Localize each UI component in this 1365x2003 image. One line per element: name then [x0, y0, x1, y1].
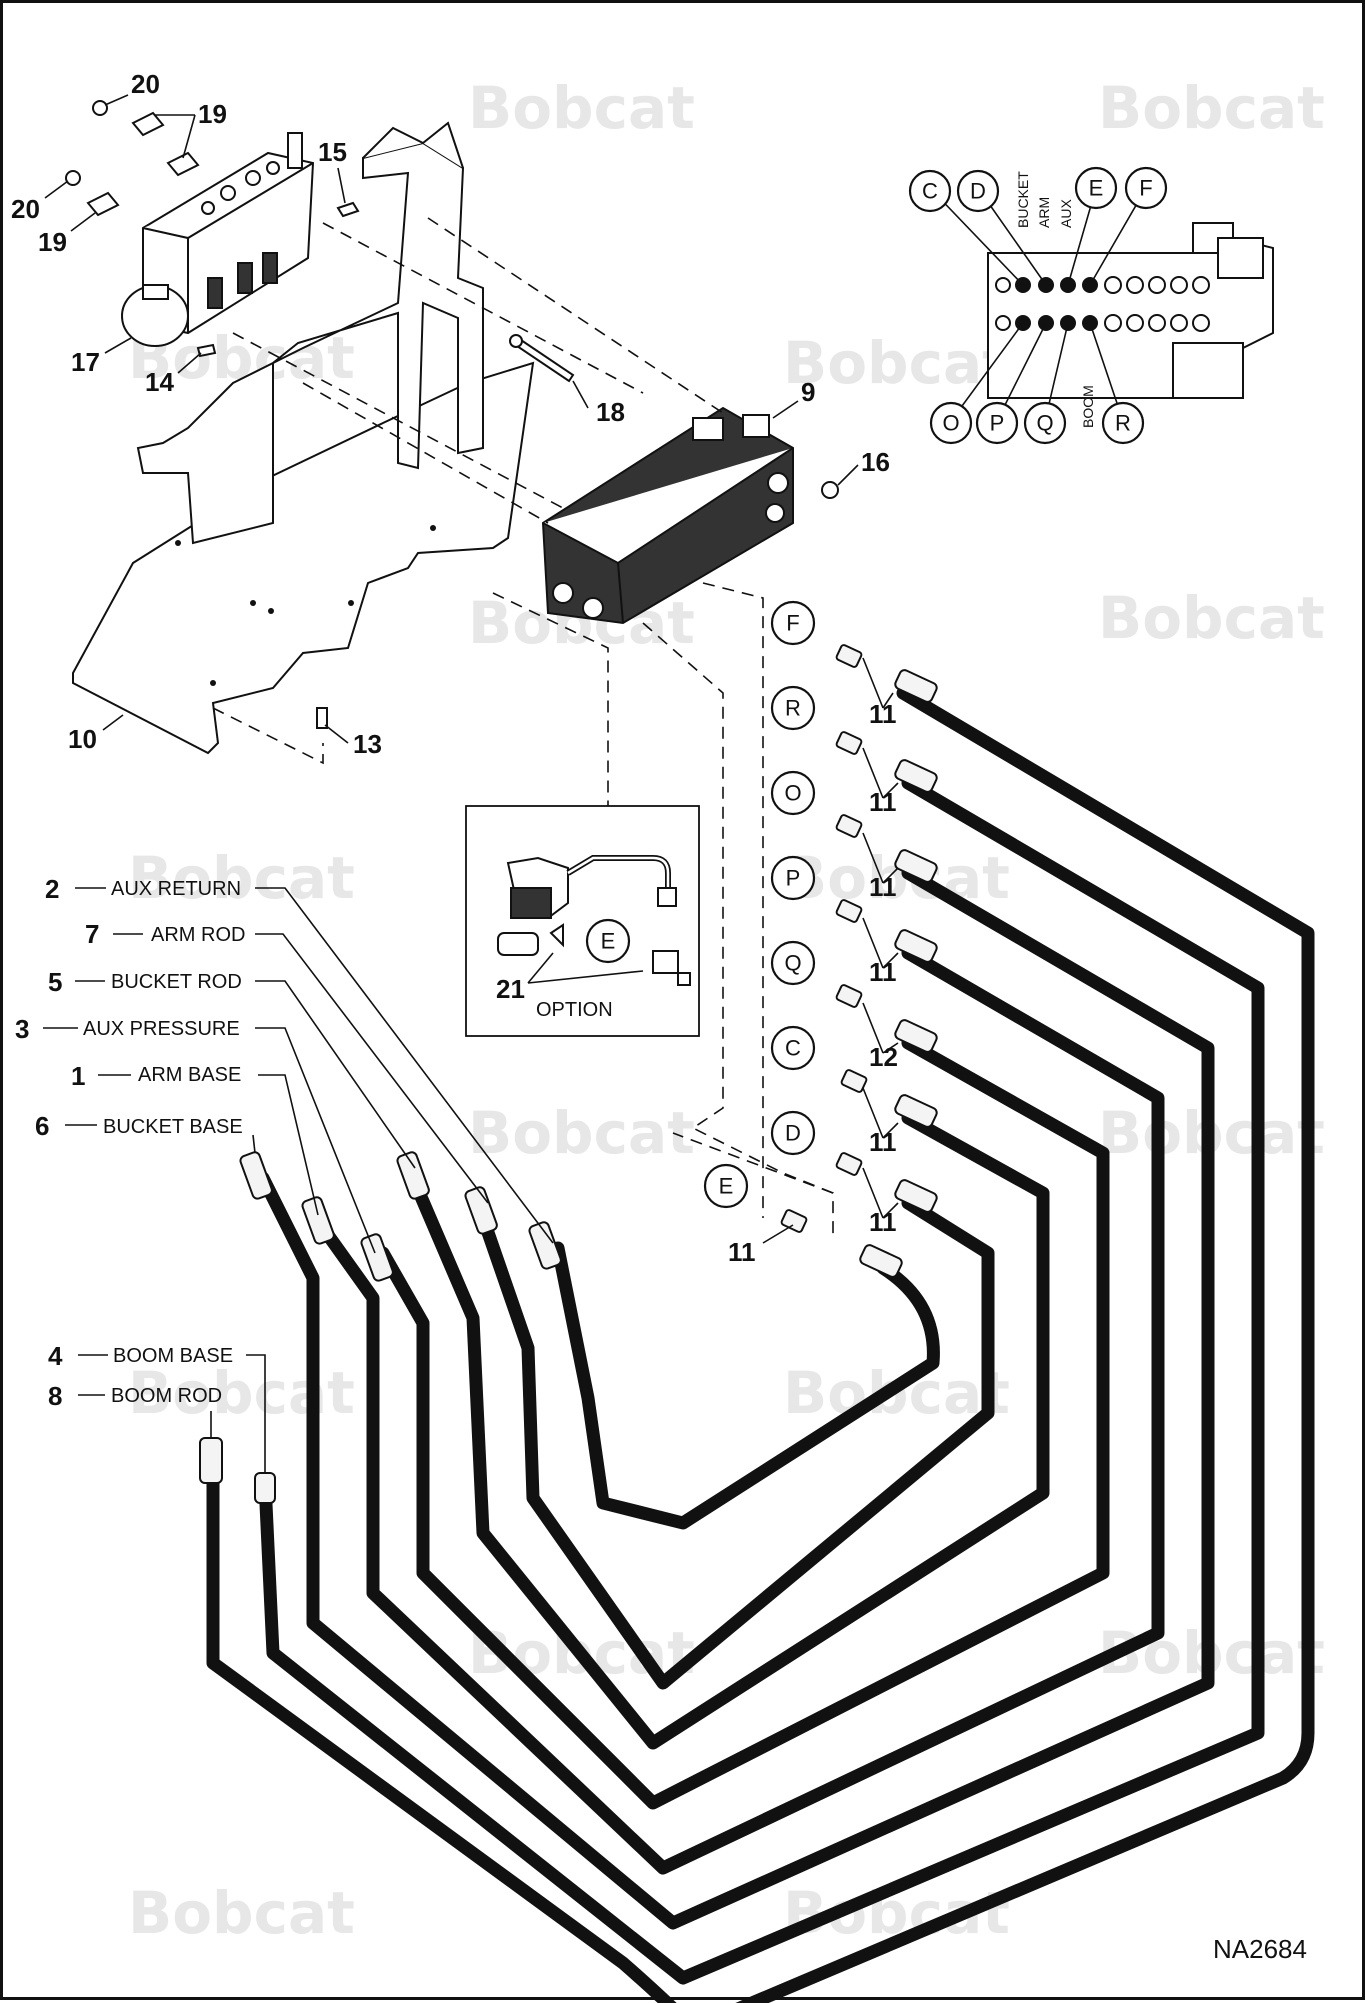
detail-port-p: P: [990, 411, 1005, 436]
port-c: C: [785, 1036, 801, 1061]
hose-arm-base: [316, 946, 1165, 1875]
detail-port-q: Q: [1036, 411, 1053, 436]
watermark: Bobcat: [128, 844, 355, 912]
detail-port-c: C: [922, 179, 938, 204]
hose-name-boom-base: BOOM BASE: [113, 1345, 233, 1367]
hose-boom-base: [258, 776, 1265, 1985]
part-number-15: 15: [318, 137, 347, 167]
port-r: R: [785, 696, 801, 721]
hose-ends: [199, 669, 938, 1504]
fitting-number: 12: [869, 1042, 898, 1072]
hose-bucket-base: [256, 866, 1215, 1930]
port-o: O: [784, 781, 801, 806]
assembly-dashed-lines: [212, 217, 834, 1238]
fitting-number: 11: [869, 1127, 897, 1157]
fitting-number: 11: [869, 872, 897, 902]
fitting-number: 11: [728, 1237, 756, 1267]
port-p: P: [786, 866, 801, 891]
hose-labels: 2 AUX RETURN 7 ARM ROD 5 BUCKET ROD 3 AU…: [15, 874, 554, 1473]
fitting-number: 11: [869, 787, 897, 817]
pilot-valve-block: [121, 132, 315, 347]
part-number-20: 20: [131, 69, 160, 99]
watermark: Bobcat: [1098, 584, 1325, 652]
hose-name-boom-rod: BOOM ROD: [111, 1385, 222, 1407]
hydraulic-hoses: [206, 686, 1315, 2003]
detail-port-o: O: [942, 411, 959, 436]
watermark: Bobcat: [1098, 74, 1325, 142]
fitting-leaders: [762, 657, 899, 1244]
hose-number-arm-rod: 7: [85, 919, 99, 949]
detail-port-e: E: [1089, 176, 1104, 201]
hose-number-boom-rod: 8: [48, 1381, 62, 1411]
hose-number-boom-base: 4: [48, 1341, 63, 1371]
drawing-id: NA2684: [1213, 1934, 1307, 1964]
part-number-16: 16: [861, 447, 890, 477]
watermark: Bobcat: [468, 1099, 695, 1167]
detail-port-d: D: [970, 179, 986, 204]
valve-detail-inset: C D E F O P Q R BUCKET ARM AUX BOOM: [908, 166, 1274, 445]
part-number-14: 14: [145, 367, 174, 397]
watermark: Bobcat: [783, 329, 1010, 397]
fitting-number-labels: 11 11 11 11 12 11 11 11: [728, 699, 898, 1267]
part-number-21: 21: [496, 974, 525, 1004]
section-label-aux: AUX: [1058, 199, 1074, 228]
hardware: [65, 100, 839, 729]
part-number-18: 18: [596, 397, 625, 427]
section-label-boom: BOOM: [1080, 385, 1096, 428]
hose-boom-rod: [206, 686, 1315, 2003]
port-f: F: [786, 611, 799, 636]
hose-number-bucket-rod: 5: [48, 967, 62, 997]
hose-number-bucket-base: 6: [35, 1111, 49, 1141]
hose-name-bucket-base: BUCKET BASE: [103, 1116, 243, 1138]
hose-name-aux-return: AUX RETURN: [111, 878, 241, 900]
part-number-20b: 20: [11, 194, 40, 224]
fitting-number: 11: [869, 1207, 897, 1237]
hose-name-arm-rod: ARM ROD: [151, 924, 245, 946]
section-label-arm: ARM: [1036, 197, 1052, 228]
watermark: Bobcat: [468, 74, 695, 142]
detail-port-f: F: [1139, 176, 1152, 201]
section-label-bucket: BUCKET: [1015, 171, 1031, 228]
hose-arm-rod: [476, 1196, 995, 1690]
port-e: E: [719, 1174, 734, 1199]
part-number-19: 19: [198, 99, 227, 129]
hose-name-arm-base: ARM BASE: [138, 1064, 241, 1086]
detail-port-r: R: [1115, 411, 1131, 436]
part-number-labels: 20 19 20 19 15 17 14 18 9 16 10 13 21 OP…: [11, 69, 890, 1021]
hose-name-bucket-rod: BUCKET ROD: [111, 971, 242, 993]
port-d: D: [785, 1121, 801, 1146]
exploded-parts-diagram: Bobcat Bobcat Bobcat Bobcat Bobcat Bobca…: [11, 69, 1325, 2003]
option-label: OPTION: [536, 999, 613, 1021]
hose-name-aux-pressure: AUX PRESSURE: [83, 1018, 240, 1040]
hose-number-aux-pressure: 3: [15, 1014, 29, 1044]
option-port-e: E: [601, 929, 616, 954]
mounting-bracket: [136, 121, 484, 545]
option-inset: [465, 805, 700, 1037]
hose-bucket-rod: [406, 1111, 1050, 1750]
part-number-10: 10: [68, 724, 97, 754]
watermark: Bobcat: [128, 1879, 355, 1947]
adapter-fittings: [780, 644, 868, 1233]
port-callouts: F R O P Q C D E E: [585, 600, 816, 1209]
part-number-17: 17: [71, 347, 100, 377]
hose-number-arm-base: 1: [71, 1061, 85, 1091]
part-number-9: 9: [801, 377, 815, 407]
hose-aux-pressure: [376, 1036, 1110, 1810]
part-number-19b: 19: [38, 227, 67, 257]
port-q: Q: [784, 951, 801, 976]
hose-number-aux-return: 2: [45, 874, 59, 904]
part-number-13: 13: [353, 729, 382, 759]
watermark: Bobcat: [783, 844, 1010, 912]
main-control-valve: [541, 406, 794, 625]
fitting-number: 11: [869, 699, 897, 729]
fitting-number: 11: [869, 957, 897, 987]
hose-aux-return: [551, 1241, 940, 1530]
